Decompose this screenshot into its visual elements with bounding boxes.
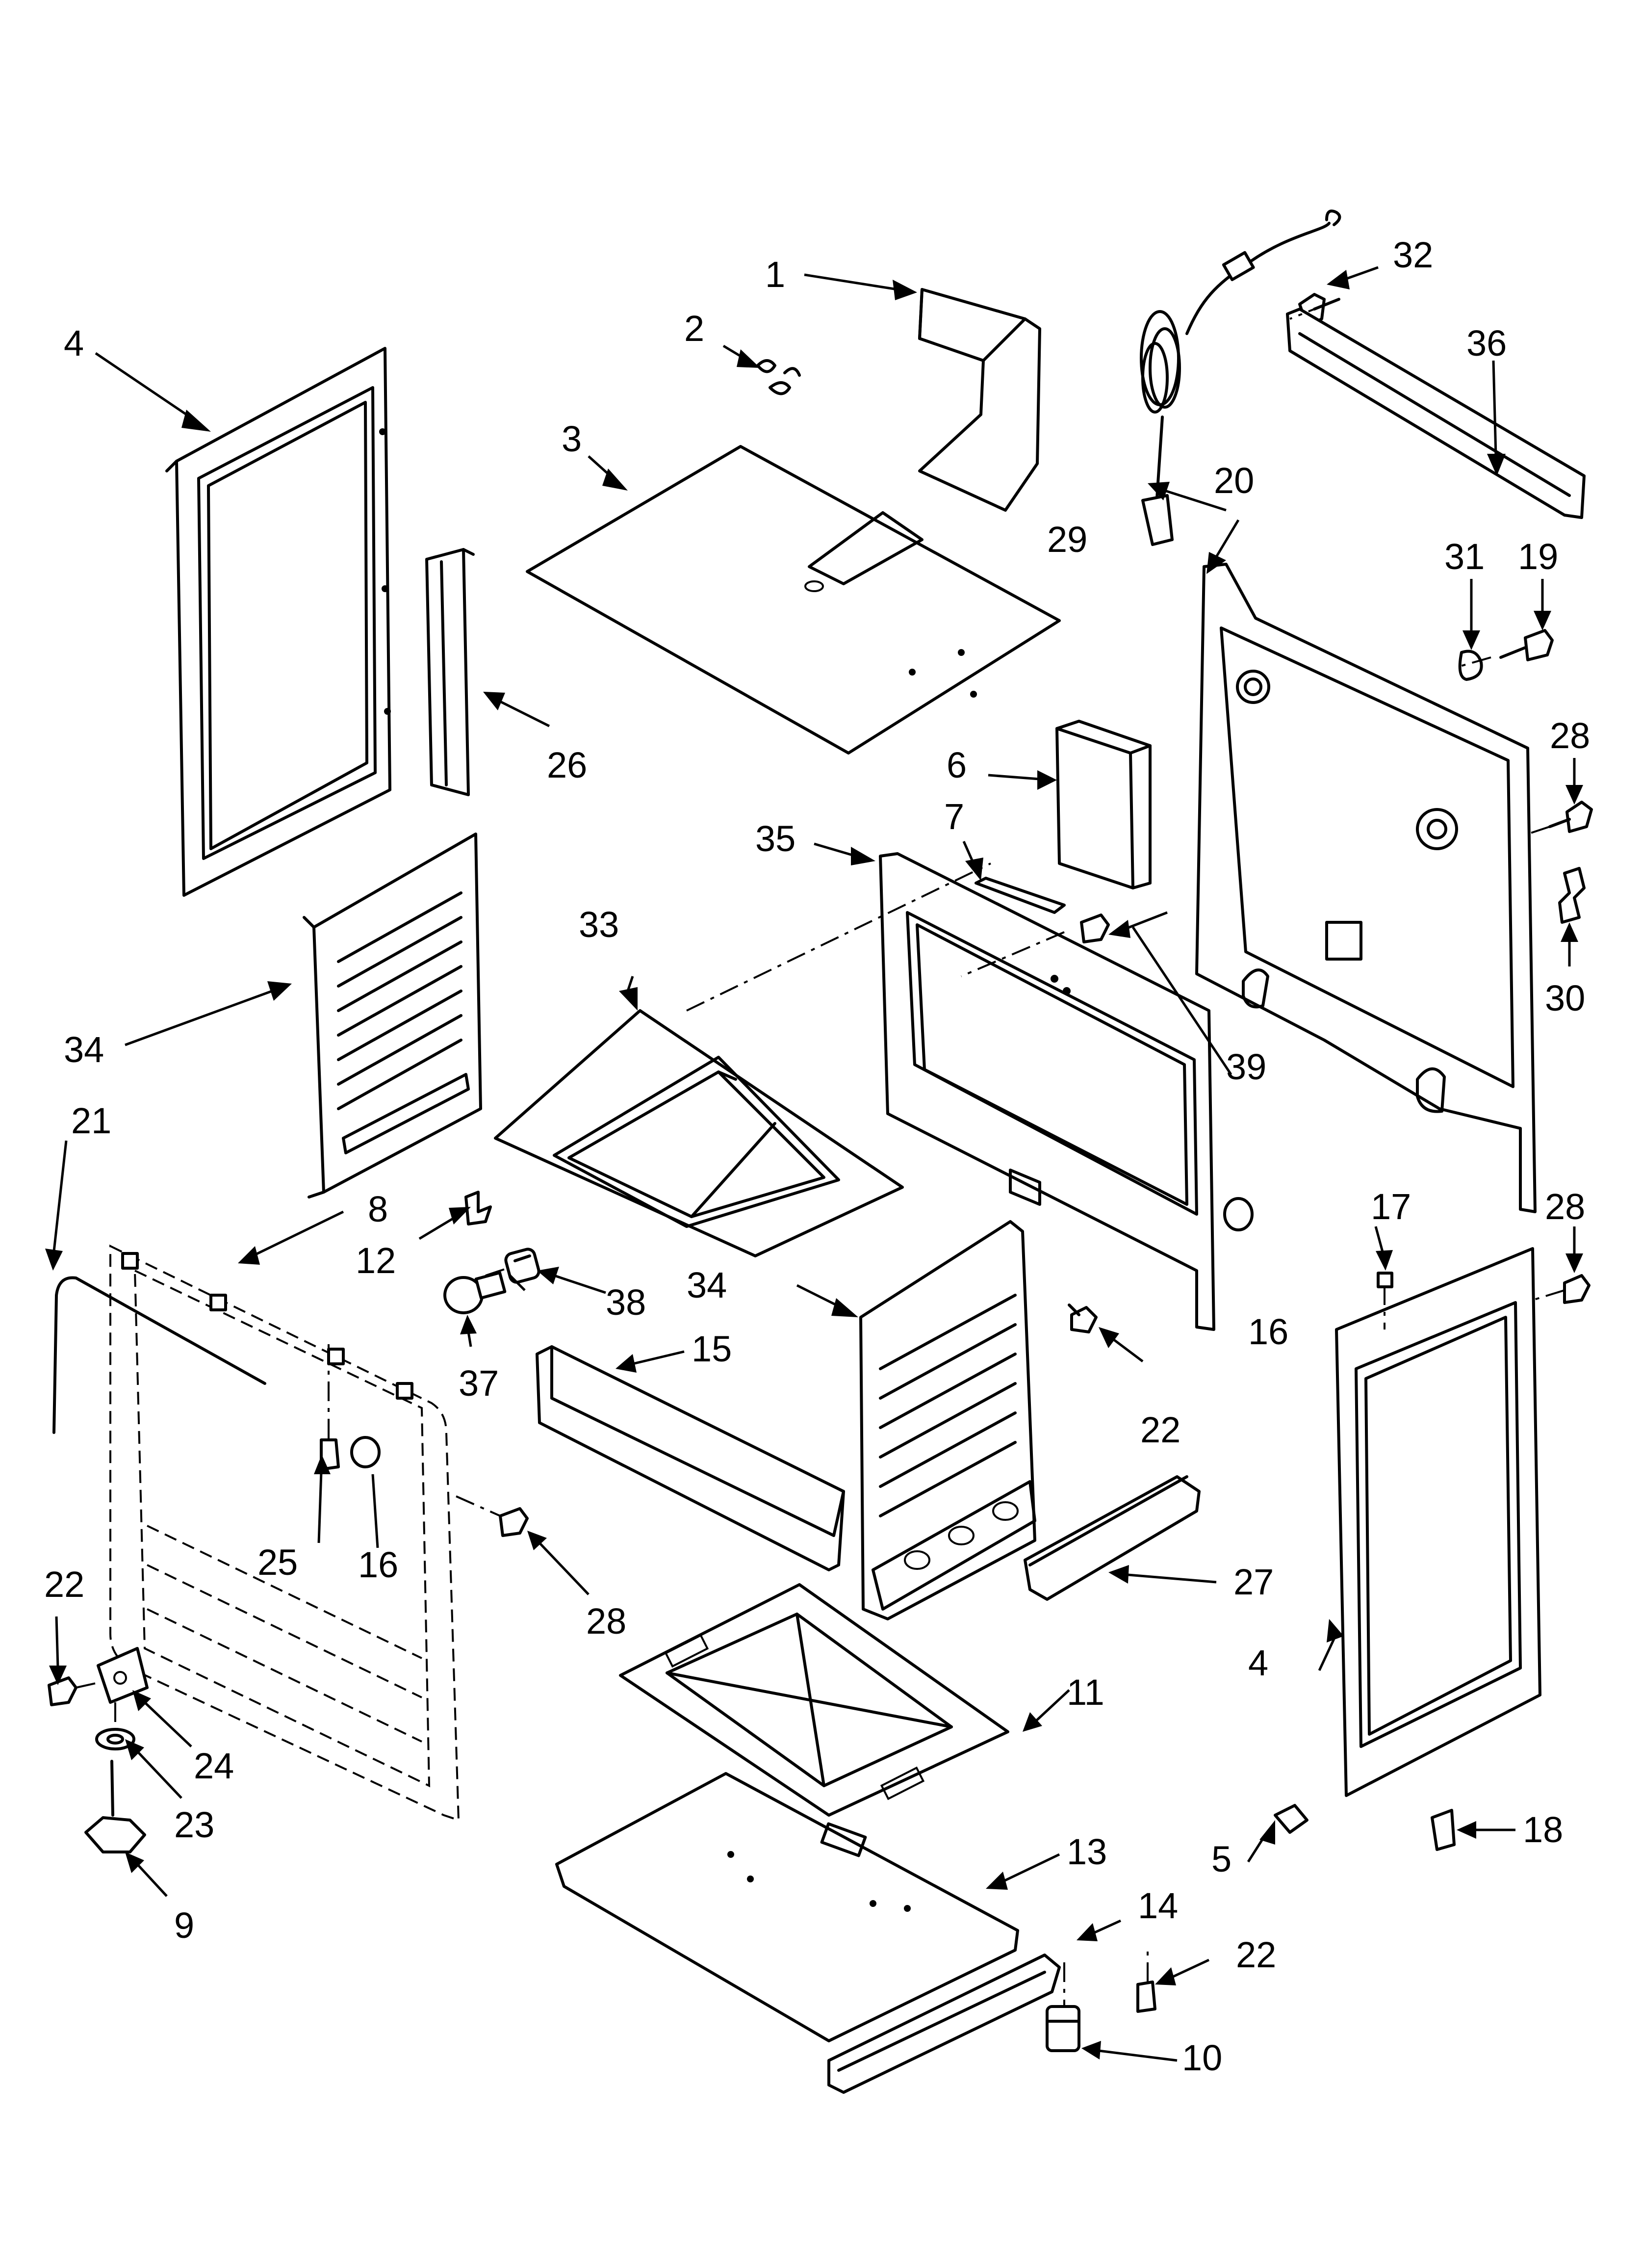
screw-28-middle [499,1507,529,1537]
callout-4-right: 4 [1248,1642,1268,1683]
rail-14 [827,1954,1061,2094]
callout-6: 6 [947,745,967,785]
screw-19 [1499,629,1554,661]
alignment-lines [76,303,1565,2007]
callout-39: 39 [1226,1046,1266,1087]
callout-25: 25 [257,1542,298,1583]
callout-18: 18 [1523,1809,1563,1850]
callout-35: 35 [755,818,795,859]
callout-labels: 1 2 3 4 26 34 35 33 6 7 29 20 32 36 31 1… [44,235,1590,2078]
callout-28-middle: 28 [586,1601,626,1642]
clip-12 [464,1191,492,1225]
screw-28-lower [1563,1274,1591,1304]
callout-26: 26 [547,745,587,785]
plug-16-left [350,1436,381,1468]
callout-33: 33 [579,904,619,945]
foot-10 [1046,2005,1080,2052]
callout-34-right: 34 [687,1265,727,1305]
callout-29: 29 [1047,519,1087,560]
callout-17: 17 [1371,1186,1411,1227]
screw-22-middle [1068,1303,1098,1333]
callout-3: 3 [562,418,582,459]
screw-22-bottom [1136,1981,1156,2013]
callout-19: 19 [1518,536,1558,577]
trim-strip-27 [1024,1475,1201,1601]
callout-9: 9 [174,1905,194,1946]
callout-27: 27 [1233,1562,1274,1602]
strip-7 [975,877,1066,914]
clip-pair [756,359,801,395]
callout-31: 31 [1444,536,1485,577]
callout-10: 10 [1182,2037,1222,2078]
screw-17 [1377,1272,1393,1288]
callout-14: 14 [1138,1885,1178,1926]
clip-31 [1458,650,1483,681]
callout-24: 24 [194,1746,234,1786]
callout-28-upper: 28 [1550,715,1590,756]
callout-13: 13 [1067,1831,1107,1872]
clip-30 [1558,867,1586,924]
rod-36 [1286,308,1586,519]
callout-15: 15 [692,1329,732,1369]
leader-arrows [45,266,1583,2062]
clip-5 [1274,1804,1308,1834]
screw-22-left [48,1676,77,1706]
rear-panel [1195,563,1537,1213]
clip-18 [1431,1809,1456,1851]
callout-16-right: 16 [1248,1311,1288,1352]
oven-cavity-outline [109,1244,460,1822]
callout-22-left: 22 [44,1564,84,1605]
side-panel-left [165,347,391,897]
broiler-pan [619,1583,1009,1817]
callout-21: 21 [71,1100,111,1141]
callout-30: 30 [1545,978,1585,1018]
callout-1: 1 [765,254,785,295]
callout-12: 12 [356,1240,396,1281]
door-seal [52,1276,266,1434]
callout-20: 20 [1214,460,1254,501]
lamp-37 [443,1271,507,1314]
screw-28-upper [1548,801,1593,833]
side-panel-right [1335,1247,1541,1797]
vent-duct [918,288,1041,512]
callout-16-left: 16 [358,1544,398,1585]
callout-23: 23 [174,1804,214,1845]
callout-7: 7 [944,796,964,837]
leveling-bracket-24 [97,1647,149,1704]
rail-15 [536,1345,845,1571]
callout-37: 37 [459,1363,499,1404]
callout-22-bottom: 22 [1236,1934,1276,1975]
oven-side-liner-left [303,833,482,1199]
oven-front-frame [879,852,1215,1331]
washer-23 [95,1728,135,1750]
callout-34-left: 34 [64,1029,104,1070]
callout-5: 5 [1211,1839,1232,1879]
oven-side-liner-right [859,1220,1036,1620]
screw-39 [1080,913,1110,943]
oven-bottom-frame [494,1009,904,1257]
callout-28-lower: 28 [1545,1186,1585,1227]
socket-38 [504,1248,540,1284]
power-cord [1140,209,1341,546]
plug-16-right [1223,1197,1254,1231]
callout-22-middle: 22 [1140,1409,1180,1450]
callout-8: 8 [368,1189,388,1229]
drawer-bottom [555,1772,1019,2042]
callout-2: 2 [684,308,704,349]
callout-38: 38 [606,1282,646,1323]
callout-32: 32 [1393,235,1433,275]
callout-4-left: 4 [64,323,84,364]
top-panel [526,445,1061,755]
leveling-leg-9 [84,1760,146,1853]
callout-36: 36 [1466,323,1507,364]
box-6 [1055,720,1152,889]
callout-11: 11 [1067,1672,1104,1713]
bracket-26 [425,548,475,796]
